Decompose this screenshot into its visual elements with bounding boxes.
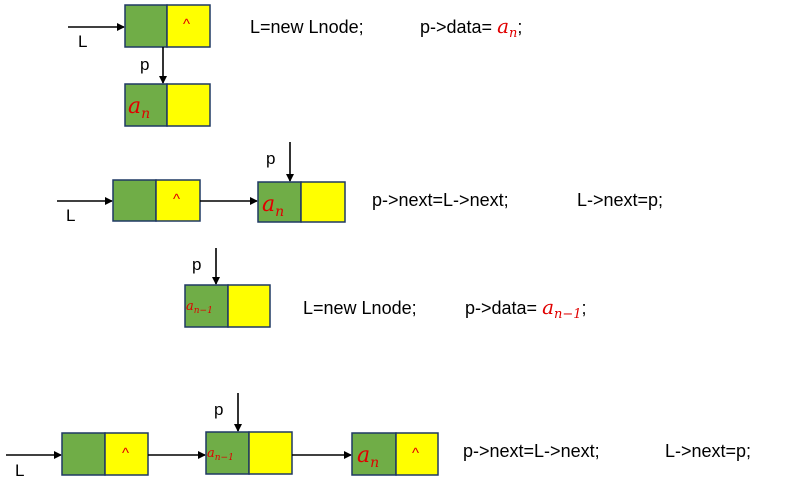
step-3: p an−1 L=new Lnode; p->data= an−1; bbox=[184, 248, 587, 328]
node-an: an bbox=[257, 181, 346, 223]
text-part: a bbox=[357, 443, 370, 468]
text-part: n bbox=[509, 26, 517, 41]
code-line: p->next=L->next; bbox=[372, 190, 509, 210]
p-label: p bbox=[214, 400, 223, 419]
text-part: n bbox=[370, 455, 379, 471]
p-label: p bbox=[140, 55, 149, 74]
text-part: ; bbox=[582, 298, 587, 318]
head-node: ^ bbox=[112, 179, 201, 222]
step-4: L ^ p an−1 an ^ p->next=L->next; L->next… bbox=[6, 393, 751, 480]
text-part: a bbox=[207, 446, 215, 461]
step-2: L ^ p an p->next=L->next; L->next=p; bbox=[57, 142, 663, 225]
text-part: n bbox=[141, 106, 150, 122]
next-field bbox=[155, 179, 201, 222]
next-field bbox=[104, 432, 149, 476]
text-part: a bbox=[542, 295, 554, 319]
data-field bbox=[351, 432, 397, 476]
text-part: a bbox=[128, 94, 141, 119]
text-part: n−1 bbox=[554, 307, 582, 322]
text-part: ; bbox=[517, 17, 522, 37]
data-field bbox=[61, 432, 106, 476]
text-part: a bbox=[186, 299, 194, 314]
next-field bbox=[300, 181, 346, 223]
value-an-1: an−1 bbox=[207, 446, 234, 463]
value-an: an bbox=[357, 443, 379, 471]
next-field bbox=[395, 432, 439, 476]
node-an: an ^ bbox=[351, 432, 439, 476]
data-field bbox=[205, 431, 250, 475]
head-label: L bbox=[78, 32, 87, 51]
null-pointer: ^ bbox=[412, 445, 419, 462]
null-pointer: ^ bbox=[173, 191, 180, 208]
text-part: n−1 bbox=[194, 306, 213, 316]
value-an: an bbox=[262, 192, 284, 220]
data-field bbox=[124, 4, 168, 48]
head-label: L bbox=[15, 461, 24, 480]
null-pointer: ^ bbox=[183, 16, 190, 33]
code-line: L->next=p; bbox=[577, 190, 663, 210]
p-label: p bbox=[266, 149, 275, 168]
node-an-1: an−1 bbox=[184, 284, 271, 328]
head-node: ^ bbox=[124, 4, 211, 48]
next-field bbox=[227, 284, 271, 328]
code-line: p->next=L->next; bbox=[463, 441, 600, 461]
text-part: n−1 bbox=[215, 453, 234, 463]
next-field bbox=[166, 83, 211, 127]
text-part: a bbox=[262, 192, 275, 217]
data-field bbox=[257, 181, 302, 223]
text-part: n bbox=[275, 204, 284, 220]
code-line: p->data= an; bbox=[420, 14, 522, 41]
head-label: L bbox=[66, 206, 75, 225]
next-field bbox=[248, 431, 293, 475]
data-field bbox=[112, 179, 157, 222]
value-an-1: an−1 bbox=[186, 299, 213, 316]
text-part: p->data= bbox=[420, 17, 497, 37]
value-an: an bbox=[128, 94, 150, 122]
text-part: p->data= bbox=[465, 298, 542, 318]
node-an: an bbox=[124, 83, 211, 127]
text-part: a bbox=[497, 14, 509, 38]
step-1: L ^ p an L=new Lnode; p->data= an; bbox=[68, 4, 522, 127]
data-field bbox=[184, 284, 229, 328]
head-node: ^ bbox=[61, 432, 149, 476]
next-field bbox=[166, 4, 211, 48]
p-label: p bbox=[192, 255, 201, 274]
code-line: L=new Lnode; bbox=[250, 17, 364, 37]
code-line: L=new Lnode; bbox=[303, 298, 417, 318]
null-pointer: ^ bbox=[122, 445, 129, 462]
code-line: p->data= an−1; bbox=[465, 295, 587, 322]
node-an-1: an−1 bbox=[205, 431, 293, 475]
code-line: L->next=p; bbox=[665, 441, 751, 461]
